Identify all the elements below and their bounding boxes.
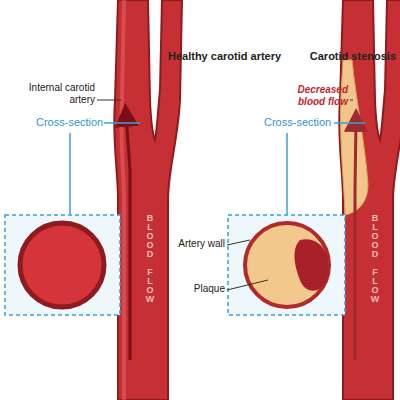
leader-line [227,280,268,290]
narrowed-lumen [295,239,329,290]
panel-heading: Carotid stenosis [300,50,396,63]
leader-line [350,100,353,101]
leader-line [97,100,121,101]
artery-highlight [121,0,124,400]
stenosed-cross-section [245,223,329,307]
flow-label: BLOOD FLOW [145,213,154,303]
section-label: Cross-section [36,116,103,129]
cross-section-box [5,215,120,315]
leader-line [334,122,365,124]
part-label: Artery wall [155,238,225,250]
leader-line [286,133,288,215]
flow-arrow [355,120,356,360]
flow-label: BLOOD FLOW [370,213,379,303]
part-label: Plaque [165,283,225,295]
flow-arrow [126,115,130,360]
section-label: Cross-section [264,116,331,129]
cross-section-box [228,215,345,315]
callout-label: Decreased blood flow [286,84,348,107]
healthy-cross-section [20,223,104,307]
leader-line [104,122,140,124]
leader-line [69,133,71,215]
leader-line [227,240,250,245]
panel-heading: Healthy carotid artery [168,50,281,63]
part-label: Internal carotid artery [10,82,95,105]
